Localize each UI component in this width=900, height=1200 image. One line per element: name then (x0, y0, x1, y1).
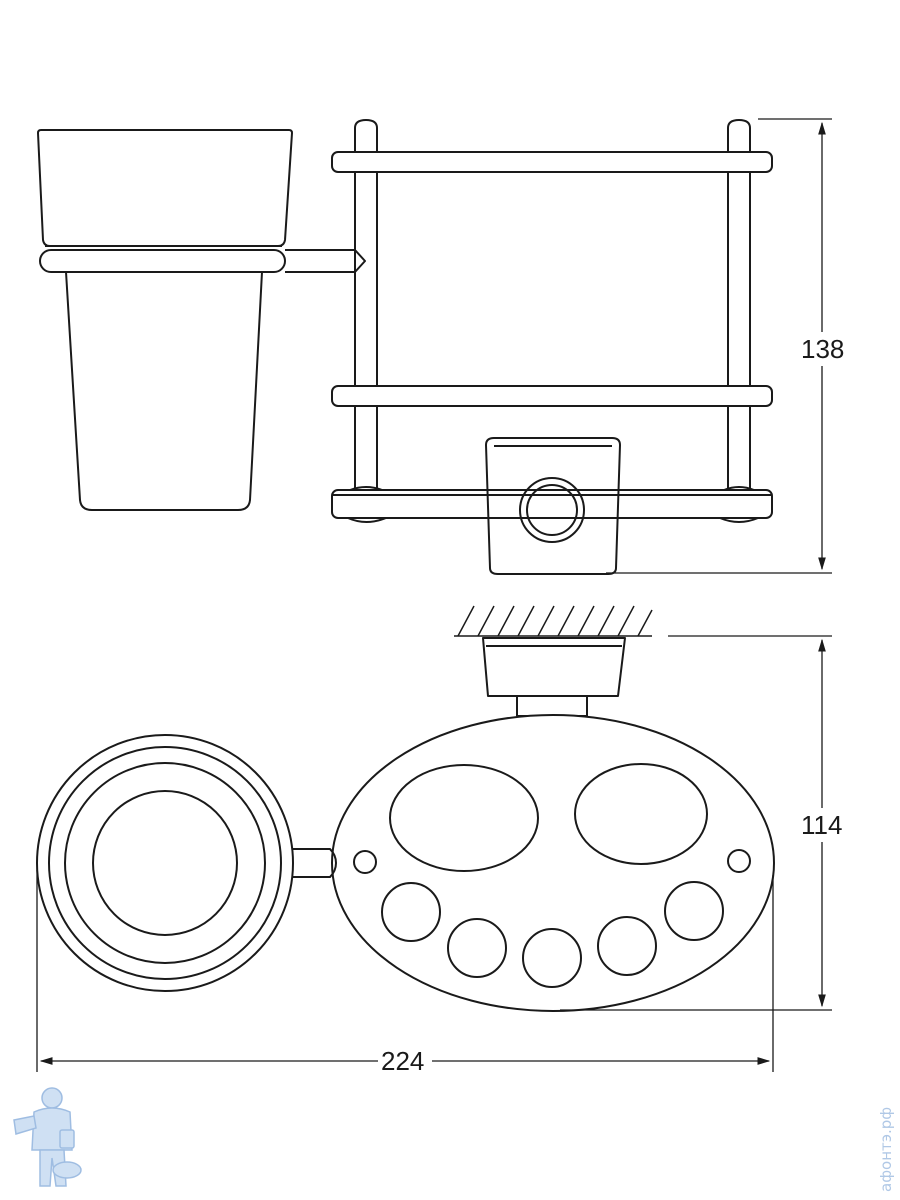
hole-tiny-right (727, 849, 751, 873)
cup-ring-outer (36, 734, 294, 992)
brush-hole-2 (447, 918, 507, 978)
hole-large-right (574, 763, 708, 865)
brush-hole-3 (522, 928, 582, 988)
hole-tiny-left (353, 850, 377, 874)
shelf-middle (331, 385, 773, 407)
foot-left (347, 517, 387, 523)
frame-post-left (354, 119, 378, 490)
brush-hole-5 (664, 881, 724, 941)
shelf-bottom (331, 489, 773, 519)
mount-neck (516, 695, 588, 717)
dimension-label-138: 138 (801, 334, 844, 364)
cup-ring-3 (64, 762, 266, 964)
cup-ring-2 (48, 746, 282, 980)
cup-ring-inner (92, 790, 238, 936)
dimension-height-top (606, 118, 832, 574)
hole-large-left (389, 764, 539, 872)
dimension-label-114: 114 (801, 810, 842, 840)
mount-base (482, 637, 626, 697)
top-view (36, 605, 775, 1012)
shelf-top (331, 151, 773, 173)
glass-holder-ring (39, 249, 286, 273)
glass-upper (37, 129, 293, 247)
front-view (37, 119, 773, 575)
foot-right (719, 517, 759, 523)
dimension-width (36, 870, 774, 1072)
brush-hole-4 (597, 916, 657, 976)
brush-hole-1 (381, 882, 441, 942)
holder-arm (285, 249, 366, 273)
frame-post-right (727, 119, 751, 490)
mount-knob (519, 477, 585, 543)
tray-arm (290, 848, 337, 878)
wall-hatch (454, 605, 653, 637)
plumber-logo (13, 1087, 82, 1187)
watermark-text: афонтэ.рф (877, 1107, 895, 1192)
dimension-height-bottom (560, 635, 832, 1011)
oval-tray (331, 714, 775, 1012)
dimension-label-224: 224 (381, 1046, 424, 1076)
glass-lower (65, 271, 263, 511)
